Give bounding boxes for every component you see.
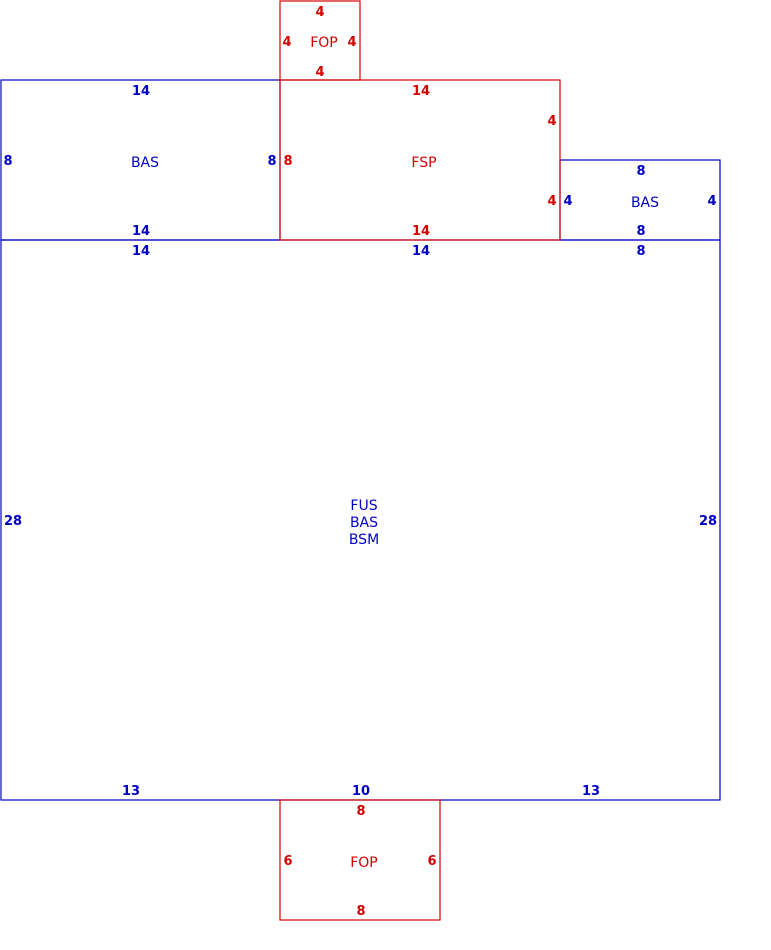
main-dim-top-left: 14 bbox=[132, 244, 150, 259]
main-label-line-3: BSM bbox=[349, 532, 379, 548]
fop-bottom-dim-left: 6 bbox=[283, 854, 292, 869]
bas-left-label: BAS bbox=[131, 155, 159, 171]
fsp-dim-right-lower: 4 bbox=[547, 194, 556, 209]
main-dim-bottom-middle: 10 bbox=[352, 784, 370, 799]
bas-left-dim-top: 14 bbox=[132, 84, 150, 99]
main-dim-top-right: 8 bbox=[636, 244, 645, 259]
fop-top-dim-right: 4 bbox=[347, 35, 356, 50]
main-label-line-2: BAS bbox=[350, 515, 378, 531]
fop-top-label: FOP bbox=[310, 35, 338, 51]
fop-top-dim-bottom: 4 bbox=[315, 65, 324, 80]
fsp-outline bbox=[279, 79, 561, 241]
fop-top-dim-left: 4 bbox=[282, 35, 291, 50]
fop-top-outline bbox=[279, 0, 361, 81]
fop-bottom-label: FOP bbox=[350, 855, 378, 871]
main-label-line-1: FUS bbox=[350, 498, 377, 514]
fop-bottom-dim-bottom: 8 bbox=[356, 904, 365, 919]
fsp-dim-bottom: 14 bbox=[412, 224, 430, 239]
bas-right-label: BAS bbox=[631, 195, 659, 211]
fsp-dim-top: 14 bbox=[412, 84, 430, 99]
bas-right-dim-right: 4 bbox=[707, 194, 716, 209]
bas-left-dim-bottom: 14 bbox=[132, 224, 150, 239]
main-dim-bottom-right: 13 bbox=[582, 784, 600, 799]
fop-top-dim-top: 4 bbox=[315, 5, 324, 20]
bas-right-dim-bottom: 8 bbox=[636, 224, 645, 239]
fop-bottom-outline bbox=[279, 799, 441, 921]
main-dim-bottom-left: 13 bbox=[122, 784, 140, 799]
bas-left-dim-left: 8 bbox=[3, 154, 12, 169]
fop-bottom-dim-top: 8 bbox=[356, 804, 365, 819]
fsp-dim-right-upper: 4 bbox=[547, 114, 556, 129]
main-dim-right: 28 bbox=[699, 514, 717, 529]
fsp-dim-left: 8 bbox=[283, 154, 292, 169]
bas-right-dim-left: 4 bbox=[563, 194, 572, 209]
main-dim-top-middle: 14 bbox=[412, 244, 430, 259]
main-dim-left: 28 bbox=[4, 514, 22, 529]
fop-bottom-dim-right: 6 bbox=[427, 854, 436, 869]
fsp-label: FSP bbox=[411, 155, 436, 171]
bas-left-dim-right: 8 bbox=[267, 154, 276, 169]
bas-right-dim-top: 8 bbox=[636, 164, 645, 179]
